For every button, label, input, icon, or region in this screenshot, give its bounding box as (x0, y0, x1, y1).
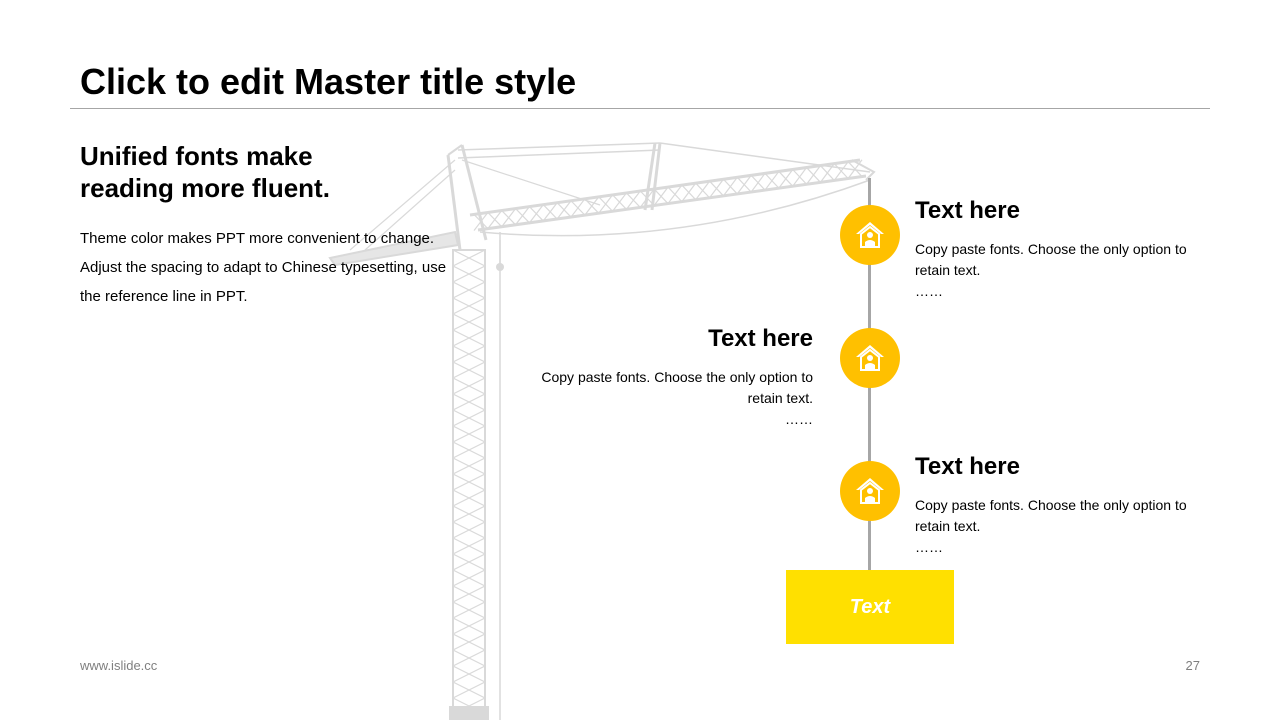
item-desc-text: Copy paste fonts. Choose the only option… (915, 241, 1187, 278)
item-desc-ellipsis: …… (785, 411, 813, 427)
house-person-icon (856, 222, 884, 248)
timeline-item-title[interactable]: Text here (708, 325, 813, 352)
item-desc-text: Copy paste fonts. Choose the only option… (915, 497, 1187, 534)
page-number: 27 (1185, 658, 1200, 673)
house-person-icon (856, 345, 884, 371)
timeline-item-title[interactable]: Text here (915, 453, 1020, 480)
section-heading[interactable]: Unified fonts make reading more fluent. (80, 141, 330, 203)
text-box[interactable]: Text (786, 570, 954, 644)
body-line: Adjust the spacing to adapt to Chinese t… (80, 259, 447, 276)
slide-title[interactable]: Click to edit Master title style (80, 61, 577, 102)
timeline-node-3 (840, 461, 900, 521)
timeline-item-desc[interactable]: Copy paste fonts. Choose the only option… (915, 239, 1205, 301)
body-line: the reference line in PPT. (80, 288, 248, 305)
timeline-node-1 (840, 205, 900, 265)
body-line: Theme color makes PPT more convenient to… (80, 230, 435, 247)
timeline-node-2 (840, 328, 900, 388)
item-desc-ellipsis: …… (915, 283, 943, 299)
title-divider (70, 108, 1210, 109)
footer-url: www.islide.cc (80, 658, 158, 673)
timeline-item-title[interactable]: Text here (915, 197, 1020, 224)
timeline-item-desc[interactable]: Copy paste fonts. Choose the only option… (915, 495, 1205, 557)
timeline-item-desc[interactable]: Copy paste fonts. Choose the only option… (523, 367, 813, 429)
house-person-icon (856, 478, 884, 504)
body-text[interactable]: Theme color makes PPT more convenient to… (80, 224, 480, 311)
item-desc-text: Copy paste fonts. Choose the only option… (541, 369, 813, 406)
item-desc-ellipsis: …… (915, 539, 943, 555)
